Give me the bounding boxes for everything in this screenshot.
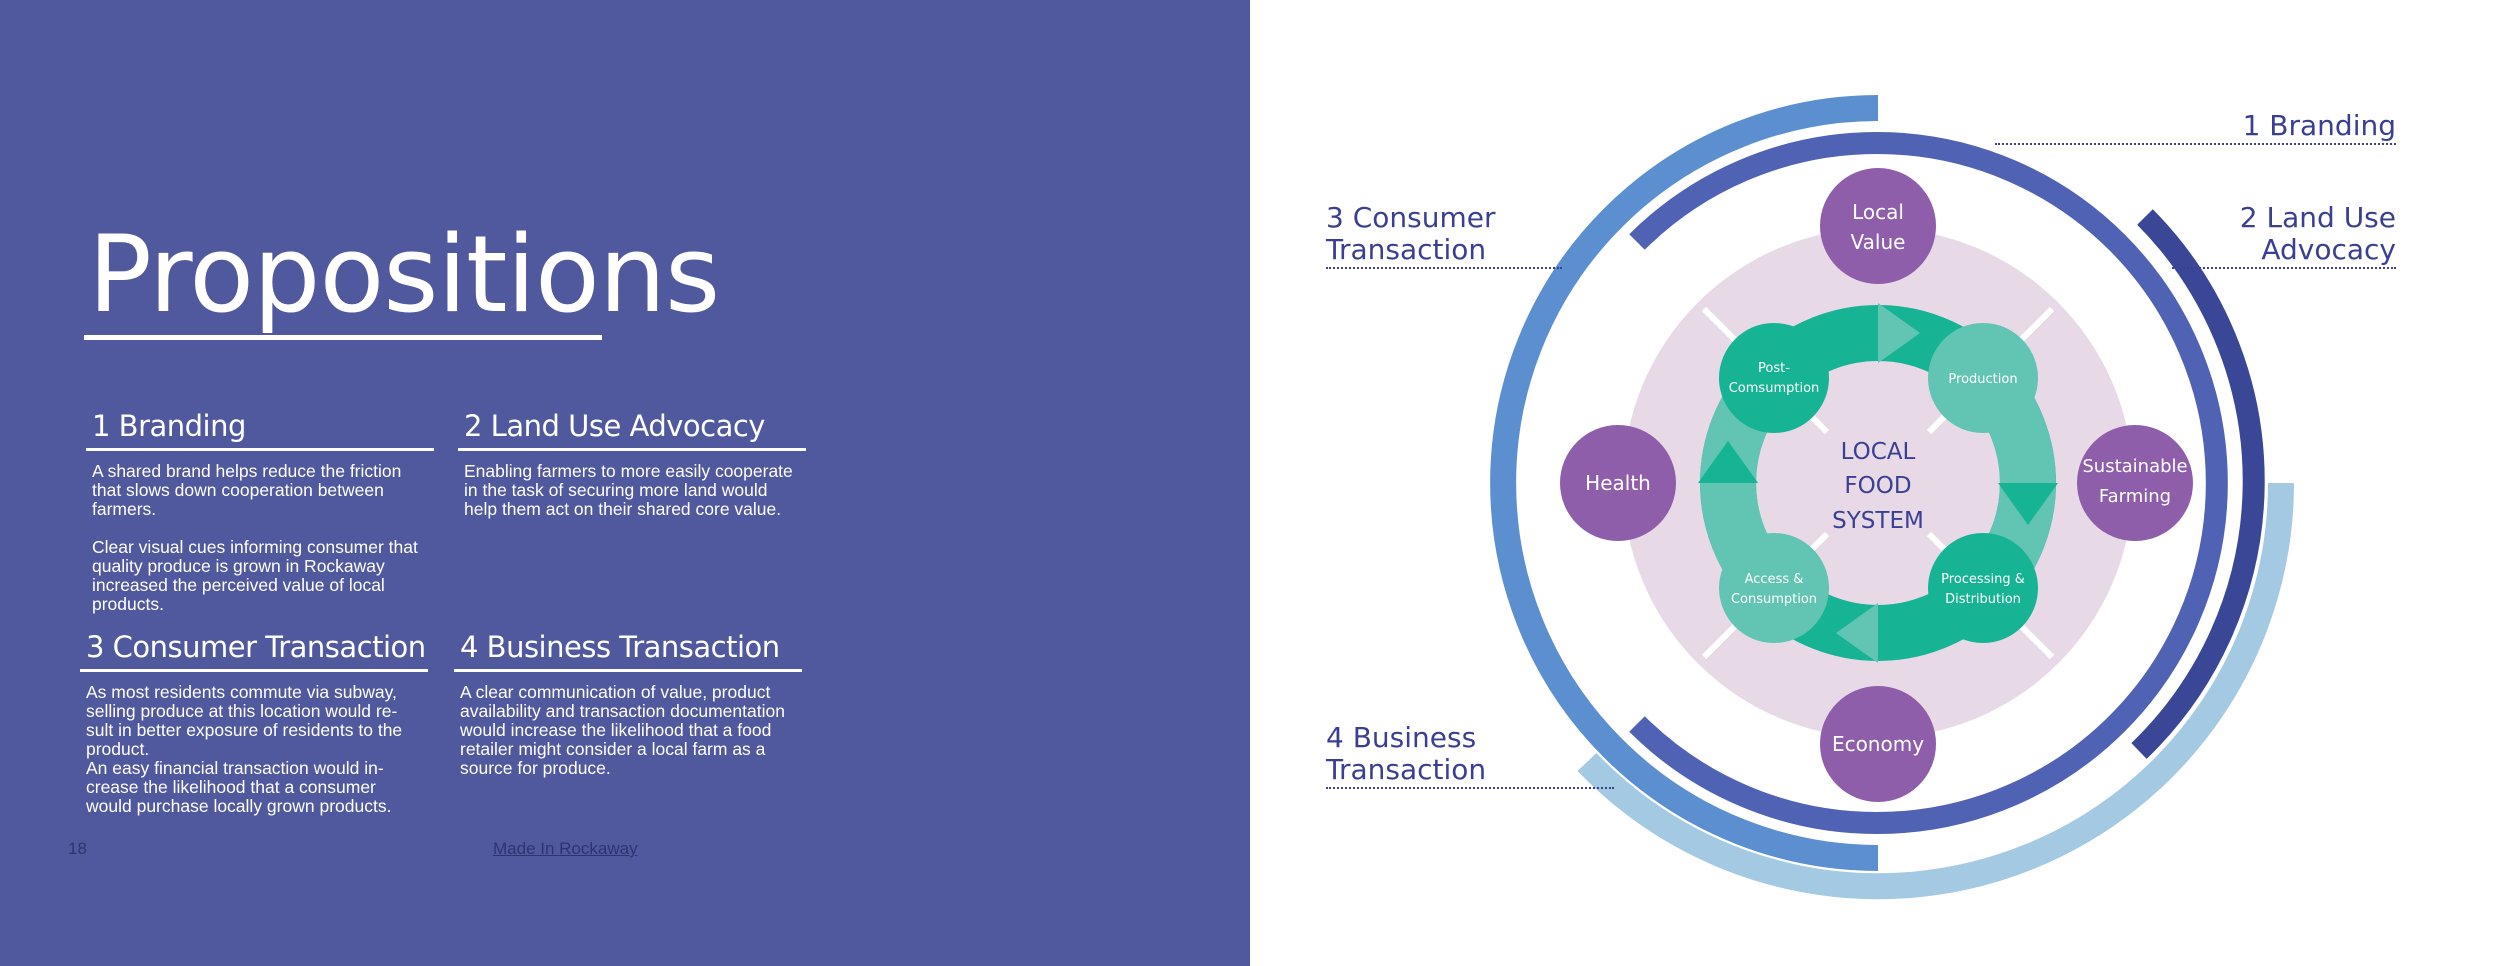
ring-business-transaction — [1577, 482, 2294, 900]
diagram-label-consumer: 3 Consumer Transaction — [1326, 202, 1496, 266]
value-label: Farming — [2099, 486, 2171, 507]
value-node-sustainable-farming — [2077, 425, 2193, 541]
value-label: Sustainable — [2082, 456, 2187, 477]
proposition-paragraph: Clear visual cues informing consumer tha… — [92, 537, 418, 614]
center-title-line: LOCAL — [1841, 439, 1916, 465]
footer-link[interactable]: Made In Rockaway — [493, 839, 638, 858]
proposition-paragraph: Enabling farmers to more easily cooperat… — [464, 461, 793, 519]
proposition-body: A shared brand helps reduce the friction… — [86, 451, 434, 614]
label-line: 2 Land Use — [2239, 201, 2396, 234]
label-line: 3 Consumer — [1326, 201, 1496, 234]
ring-consumer-transaction — [1490, 95, 1879, 871]
diagram-label-land-use: 2 Land Use Advocacy — [2240, 202, 2396, 266]
value-label: Local — [1852, 200, 1904, 224]
title-underline — [84, 335, 602, 340]
cycle-node-processing-distribution — [1928, 533, 2038, 643]
cycle-label: Access & — [1745, 572, 1804, 587]
proposition-body: As most residents commute via subway, se… — [80, 672, 428, 816]
cycle-node-post-consumption — [1719, 323, 1829, 433]
value-label: Health — [1585, 471, 1651, 495]
proposition-body: Enabling farmers to more easily cooperat… — [458, 451, 806, 519]
diagram-label-branding: 1 Branding — [2243, 110, 2396, 142]
value-node-economy — [1820, 686, 1936, 802]
proposition-body: A clear communication of value, product … — [454, 672, 802, 778]
center-title-line: FOOD — [1844, 473, 1911, 499]
cycle-label: Production — [1948, 372, 2017, 387]
label-rule — [1995, 143, 2396, 145]
cycle-node-production — [1928, 323, 2038, 433]
label-rule — [1326, 787, 1614, 789]
proposition-paragraph: A shared brand helps reduce the friction… — [92, 461, 402, 519]
cycle-label: Processing & — [1941, 572, 2025, 587]
label-rule — [1326, 267, 1562, 269]
proposition-heading: 1 Branding — [86, 412, 434, 451]
cycle-label: Post- — [1758, 361, 1790, 376]
proposition-paragraph: A clear communication of value, product … — [460, 682, 785, 778]
food-system-diagram: LOCAL FOOD SYSTEM Production Processing … — [1490, 95, 2294, 900]
cycle-label: Consumption — [1731, 592, 1817, 607]
value-node-health — [1560, 425, 1676, 541]
cycle-label: Comsumption — [1729, 381, 1820, 396]
proposition-heading: 2 Land Use Advocacy — [458, 412, 806, 451]
label-line: Transaction — [1326, 233, 1487, 266]
page-number: 18 — [68, 839, 87, 858]
label-line: 1 Branding — [2242, 109, 2396, 142]
value-label: Economy — [1832, 732, 1924, 756]
proposition-branding: 1 Branding A shared brand helps reduce t… — [86, 412, 434, 614]
diagram-label-business: 4 Business Transaction — [1326, 722, 1486, 786]
proposition-land-use: 2 Land Use Advocacy Enabling farmers to … — [458, 412, 806, 519]
label-line: Advocacy — [2261, 233, 2396, 266]
value-label: Value — [1851, 230, 1906, 254]
ring-land-use-advocacy — [2131, 209, 2265, 759]
center-title-line: SYSTEM — [1832, 508, 1924, 534]
ring-branding — [1629, 132, 2228, 834]
cycle-node-access-consumption — [1719, 533, 1829, 643]
cycle-label: Distribution — [1945, 592, 2021, 607]
proposition-consumer-transaction: 3 Consumer Transaction As most residents… — [80, 633, 428, 816]
proposition-business-transaction: 4 Business Transaction A clear communica… — [454, 633, 802, 778]
label-line: 4 Business — [1326, 721, 1477, 754]
left-panel: Propositions 1 Branding A shared brand h… — [0, 0, 1250, 966]
proposition-heading: 3 Consumer Transaction — [80, 633, 428, 672]
proposition-heading: 4 Business Transaction — [454, 633, 802, 672]
label-line: Transaction — [1326, 753, 1487, 786]
proposition-paragraph: As most residents commute via subway, se… — [86, 682, 403, 816]
value-node-local-value — [1820, 168, 1936, 284]
page-title: Propositions — [88, 213, 720, 336]
label-rule — [2172, 267, 2396, 269]
